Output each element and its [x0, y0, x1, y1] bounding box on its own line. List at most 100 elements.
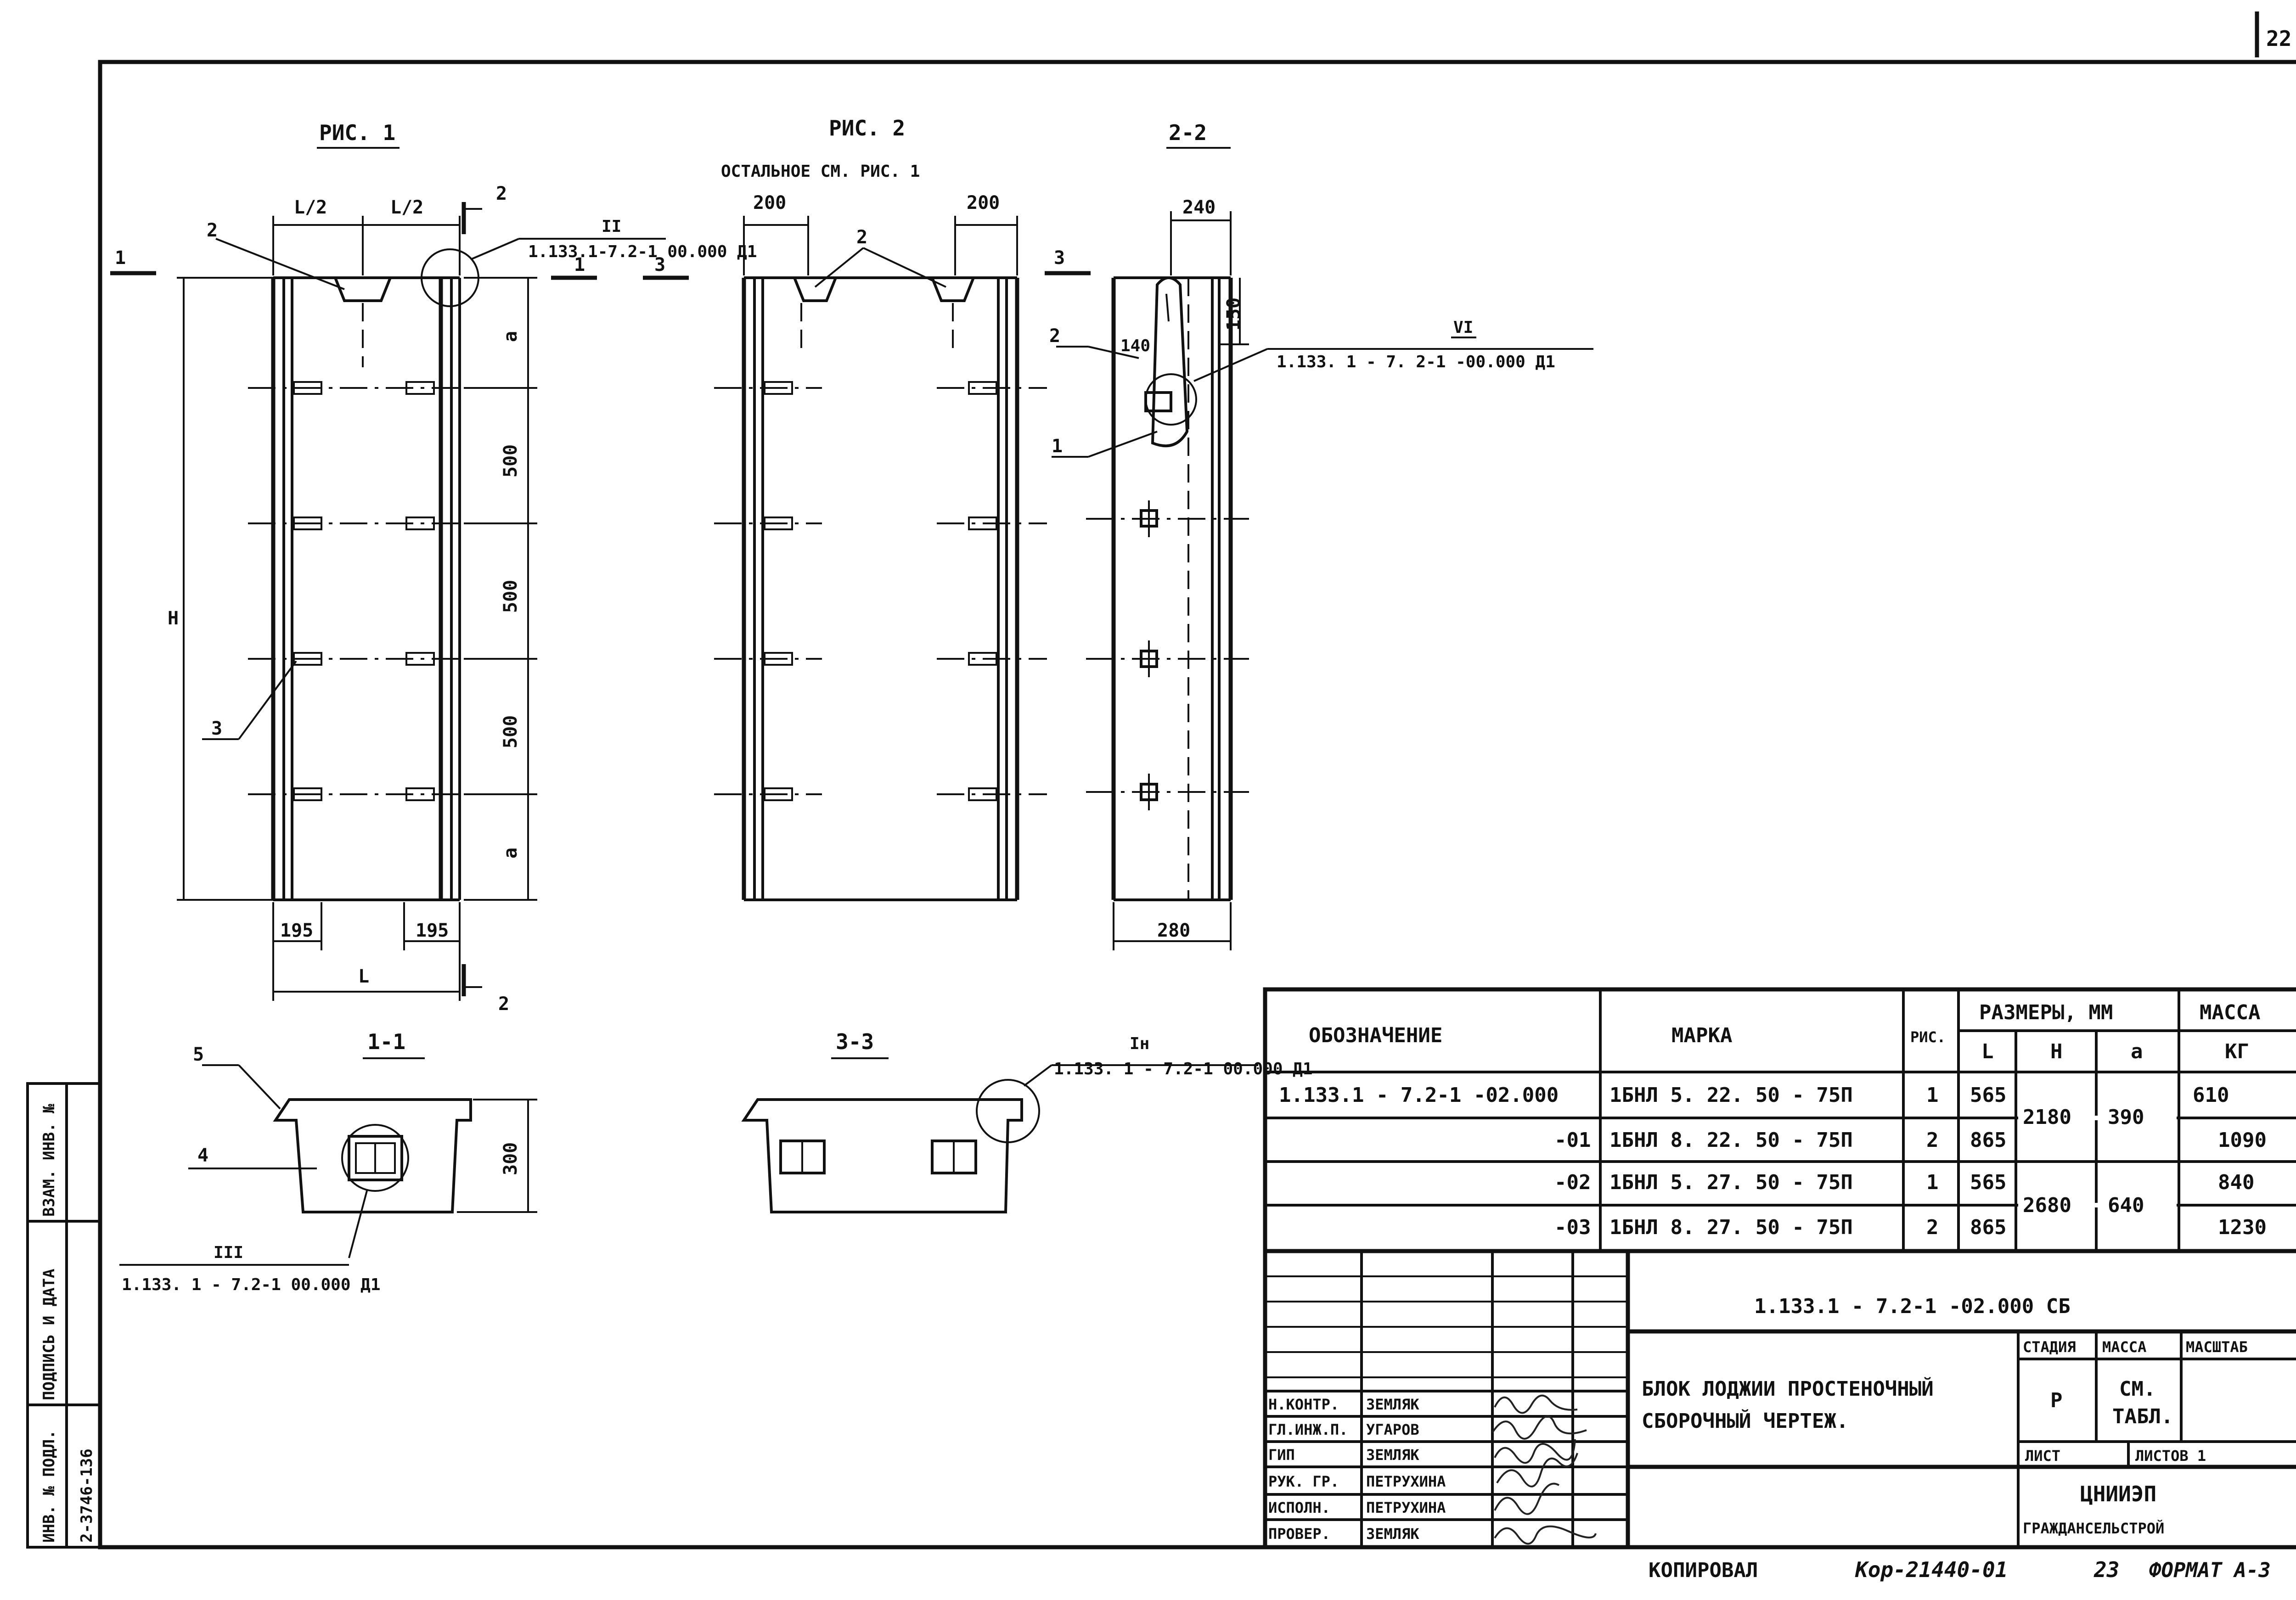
hdr-mass: МАССА [2200, 1001, 2260, 1024]
ref-vi-code: 1.133. 1 - 7. 2-1 -00.000 Д1 [1277, 353, 1555, 371]
merged-a-2: 640 [2108, 1194, 2144, 1217]
svg-text:865: 865 [1970, 1128, 2006, 1152]
hdr-l: L [1981, 1040, 1994, 1063]
callout-3-fig1: 3 [211, 718, 222, 739]
figure-2-title: РИС. 2 [829, 116, 905, 140]
side-sign-date: ПОДПИСЬ И ДАТА [40, 1269, 58, 1400]
svg-text:565: 565 [1970, 1171, 2006, 1194]
side-stamp: ИНВ. № ПОДЛ. 2-3746-136 ПОДПИСЬ И ДАТА В… [26, 1082, 101, 1549]
signer-row: ИСПОЛН. ПЕТРУХИНА [1268, 1499, 1446, 1516]
svg-text:1: 1 [1926, 1084, 1939, 1107]
mass-value-1: СМ. [2119, 1377, 2155, 1401]
order-no: 23 [2093, 1557, 2119, 1582]
svg-text:1: 1 [1926, 1171, 1939, 1194]
cut-2-label-top: 2 [496, 183, 507, 204]
dim-500-2: 500 [500, 580, 521, 613]
callout-2-sec22: 2 [1049, 326, 1060, 347]
ref-ii-mark: II [602, 217, 621, 236]
signer-row: РУК. ГР. ПЕТРУХИНА [1268, 1473, 1446, 1490]
callout-2-fig1: 2 [207, 220, 218, 241]
merged-h-2: 2680 [2023, 1194, 2071, 1217]
svg-text:-03: -03 [1554, 1216, 1591, 1239]
cut-3-label: 3 [654, 254, 665, 275]
hdr-kg: КГ [2225, 1040, 2249, 1063]
ref-vi-mark: VI [1453, 318, 1473, 337]
dim-l: L [358, 966, 369, 987]
dim-195-left: 195 [280, 920, 313, 941]
svg-text:865: 865 [1970, 1216, 2006, 1239]
svg-text:1БНЛ 8. 22. 50 - 75П: 1БНЛ 8. 22. 50 - 75П [1609, 1128, 1853, 1152]
callout-1-sec22: 1 [1052, 436, 1063, 457]
svg-text:2: 2 [1926, 1128, 1939, 1152]
cut-1-label: 1 [115, 247, 126, 269]
mass-value-2: ТАБЛ. [2112, 1405, 2173, 1428]
merged-a-1: 390 [2108, 1106, 2144, 1129]
spec-table: ОБОЗНАЧЕНИЕ МАРКА РИС. РАЗМЕРЫ, ММ L H a… [1263, 987, 2296, 1253]
org-name-1: ЦНИИЭП [2080, 1482, 2156, 1506]
svg-text:22: 22 [2266, 26, 2291, 51]
svg-text:ГИП: ГИП [1268, 1446, 1295, 1464]
figure-1-title: РИС. 1 [319, 120, 395, 145]
section-3-3: 3-3 Iн 1.133. 1 - 7.2-1 00.000 Д1 [741, 1029, 1313, 1213]
svg-text:ПРОВЕР.: ПРОВЕР. [1268, 1525, 1330, 1543]
doc-code: 1.133.1 - 7.2-1 -02.000 СБ [1754, 1295, 2071, 1318]
stage-value: Р [2050, 1389, 2063, 1412]
svg-text:РУК. ГР.: РУК. ГР. [1268, 1473, 1339, 1490]
svg-text:1090: 1090 [2218, 1128, 2267, 1152]
svg-text:-02: -02 [1554, 1171, 1591, 1194]
copy-footer: КОПИРОВАЛ Кор-21440-01 23 ФОРМАТ А-3 [1649, 1557, 2271, 1582]
section-1-1: 1-1 300 5 4 III 1.133. 1 - 7.2-1 00.000 … [119, 1029, 537, 1294]
signer-row: Н.КОНТР. ЗЕМЛЯК [1268, 1396, 1419, 1413]
section-2-2: 2-2 240 150 140 [1049, 120, 1593, 950]
svg-text:1БНЛ 8. 27. 50 - 75П: 1БНЛ 8. 27. 50 - 75П [1609, 1216, 1853, 1239]
svg-text:610: 610 [2193, 1084, 2229, 1107]
org-name-2: ГРАЖДАНСЕЛЬСТРОЙ [2023, 1520, 2164, 1537]
callout-5: 5 [193, 1044, 204, 1065]
cut-2-label-bottom: 2 [498, 994, 509, 1015]
ref-iii-code: 1.133. 1 - 7.2-1 00.000 Д1 [122, 1275, 381, 1294]
doc-name-line2: СБОРОЧНЫЙ ЧЕРТЕЖ. [1642, 1409, 1848, 1433]
svg-text:1230: 1230 [2218, 1216, 2267, 1239]
signer-row: ГЛ.ИНЖ.П. УГАРОВ [1268, 1421, 1419, 1438]
dim-h: H [168, 608, 179, 629]
callout-4: 4 [197, 1145, 208, 1166]
svg-text:УГАРОВ: УГАРОВ [1366, 1421, 1419, 1438]
side-inv-podl: ИНВ. № ПОДЛ. [40, 1430, 58, 1543]
hdr-fig: РИС. [1910, 1028, 1946, 1046]
svg-text:840: 840 [2218, 1171, 2254, 1194]
dim-500-1: 500 [500, 444, 521, 477]
table-row: -02 1БНЛ 5. 27. 50 - 75П 1 565 840 [1554, 1171, 2254, 1194]
dim-200-right: 200 [967, 192, 1000, 213]
format-label: ФОРМАТ А-3 [2149, 1559, 2271, 1582]
signer-row: ПРОВЕР. ЗЕМЛЯК [1268, 1525, 1419, 1543]
svg-text:565: 565 [1970, 1084, 2006, 1107]
svg-text:ИСПОЛН.: ИСПОЛН. [1268, 1499, 1330, 1516]
table-row: 1.133.1 - 7.2-1 -02.000 1БНЛ 5. 22. 50 -… [1279, 1084, 2229, 1107]
hdr-a: a [2131, 1040, 2143, 1063]
svg-text:Н.КОНТР.: Н.КОНТР. [1268, 1396, 1339, 1413]
side-inv-value: 2-3746-136 [78, 1448, 96, 1543]
section-3-3-title: 3-3 [836, 1029, 874, 1054]
cut-3-label-right: 3 [1054, 247, 1065, 269]
section-1-1-title: 1-1 [367, 1029, 405, 1054]
sheets-label: ЛИСТОВ 1 [2135, 1447, 2206, 1465]
dim-200-left: 200 [753, 192, 786, 213]
svg-text:ПЕТРУХИНА: ПЕТРУХИНА [1366, 1473, 1446, 1490]
ref-in-mark: Iн [1130, 1034, 1149, 1053]
dim-a-bottom: a [500, 848, 521, 859]
table-row: -01 1БНЛ 8. 22. 50 - 75П 2 865 1090 [1554, 1128, 2267, 1152]
callout-2-fig2: 2 [856, 227, 867, 248]
svg-text:ЗЕМЛЯК: ЗЕМЛЯК [1366, 1396, 1419, 1413]
copied-by: КОПИРОВАЛ [1649, 1559, 1758, 1582]
dim-280: 280 [1157, 920, 1190, 941]
table-row: -03 1БНЛ 8. 27. 50 - 75П 2 865 1230 [1554, 1216, 2267, 1239]
svg-text:ПЕТРУХИНА: ПЕТРУХИНА [1366, 1499, 1446, 1516]
figure-2-note: ОСТАЛЬНОЕ СМ. РИС. 1 [721, 162, 920, 181]
dim-l-half-1: L/2 [294, 197, 327, 218]
hdr-designation: ОБОЗНАЧЕНИЕ [1309, 1024, 1442, 1047]
dim-240: 240 [1182, 197, 1216, 218]
sheet-number: 22 [2255, 11, 2291, 57]
dim-a-top: a [500, 331, 521, 342]
figure-1: РИС. 1 L/2 [110, 120, 757, 1015]
